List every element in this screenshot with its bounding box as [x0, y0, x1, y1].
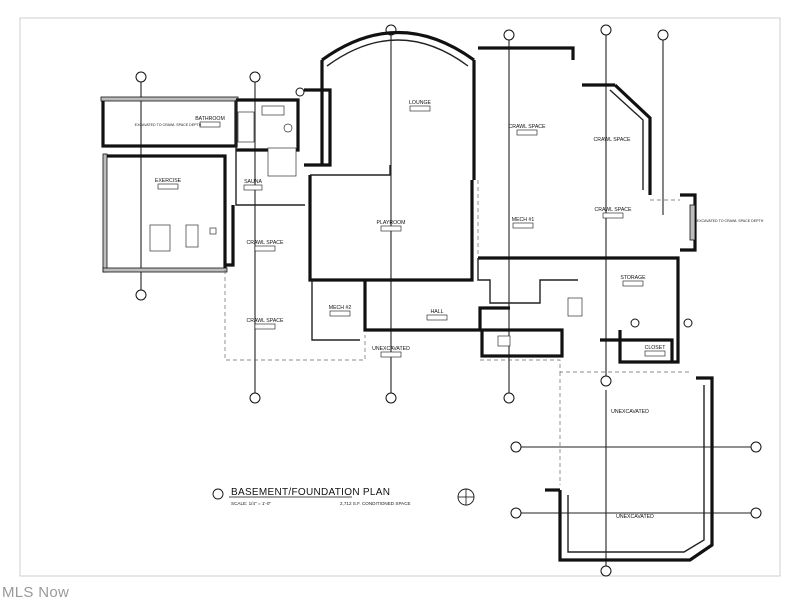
- room-label-lounge: LOUNGE: [409, 100, 431, 106]
- water-heater: [497, 335, 511, 347]
- room-label-crawl-space: CRAWL SPACE: [247, 240, 285, 246]
- room-label-mech1: MECH #1: [512, 217, 535, 223]
- stair: [185, 224, 199, 248]
- grid-bubble: [249, 71, 261, 83]
- grid-bubble: [510, 441, 522, 453]
- room-label-mech2: MECH #2: [329, 305, 352, 311]
- toilet: [283, 123, 293, 133]
- grid-bubble: [135, 289, 147, 301]
- grid-bubble: [600, 565, 612, 577]
- room-label-closet: CLOSET: [645, 345, 667, 351]
- grid-bubble: [600, 24, 612, 36]
- watermark: MLS Now: [2, 584, 70, 601]
- grid-lines-horizontal: [515, 446, 760, 514]
- room-label-unexcavated: UNEXCAVATED: [372, 346, 410, 352]
- grid-bubble: [600, 375, 612, 387]
- room-label-sauna: SAUNA: [244, 179, 262, 185]
- room-label-crawl-space: CRAWL SPACE: [594, 137, 632, 143]
- foundation-walls: [100, 30, 714, 562]
- grid-bubble: [503, 29, 515, 41]
- column: [209, 227, 217, 235]
- room-labels: BATHROOM EXERCISE SAUNA LOUNGE PLAYROOM …: [155, 100, 666, 520]
- dashed-outlines: [224, 180, 690, 485]
- grid-bubble: [750, 441, 762, 453]
- grid-bubble: [249, 392, 261, 404]
- north-arrow: [457, 488, 475, 506]
- grid-bubble: [135, 71, 147, 83]
- shower: [267, 147, 297, 177]
- room-label-unexcavated: UNEXCAVATED: [616, 514, 654, 520]
- plan-title: BASEMENT/FOUNDATION PLAN: [231, 487, 390, 498]
- grid-bubble: [510, 507, 522, 519]
- room-label-exercise: EXERCISE: [155, 178, 182, 184]
- room-label-crawl-space: CRAWL SPACE: [595, 207, 633, 213]
- grid-bubble: [295, 87, 305, 97]
- tub: [237, 111, 255, 143]
- fixtures: [149, 105, 583, 347]
- vanity: [261, 105, 285, 116]
- note-excavated-right: EXCAVATED TO CRAWL SPACE DEPTH: [697, 219, 764, 223]
- plan-title-block: BASEMENT/FOUNDATION PLAN SCALE: 1/4" = 1…: [212, 487, 411, 506]
- plan-conditioned-area: 2,712 S.F. CONDITIONED SPACE: [340, 501, 411, 506]
- grid-bubble: [503, 392, 515, 404]
- grid-bubble: [657, 29, 669, 41]
- sheet-border: [19, 17, 781, 577]
- grid-bubble: [630, 318, 640, 328]
- room-label-playroom: PLAYROOM: [376, 220, 405, 226]
- grid-lines-vertical: [140, 30, 664, 572]
- grid-bubble: [385, 392, 397, 404]
- room-label-bathroom: BATHROOM: [195, 116, 225, 122]
- plan-scale: SCALE: 1/4" = 1'-0": [231, 501, 271, 506]
- plan-notes: EXCAVATED TO CRAWL SPACE DEPTH EXCAVATED…: [135, 123, 764, 223]
- room-label-unexcavated: UNEXCAVATED: [611, 409, 649, 415]
- grid-bubble: [750, 507, 762, 519]
- bench: [149, 224, 171, 252]
- note-excavated-left: EXCAVATED TO CRAWL SPACE DEPTH: [135, 123, 202, 127]
- furnace: [567, 297, 583, 317]
- room-label-crawl-space: CRAWL SPACE: [247, 318, 285, 324]
- grid-bubbles: [135, 24, 762, 577]
- grid-bubble: [683, 318, 693, 328]
- room-label-crawl-space: CRAWL SPACE: [509, 124, 547, 130]
- room-label-storage: STORAGE: [620, 275, 646, 281]
- room-label-hall: HALL: [431, 309, 444, 315]
